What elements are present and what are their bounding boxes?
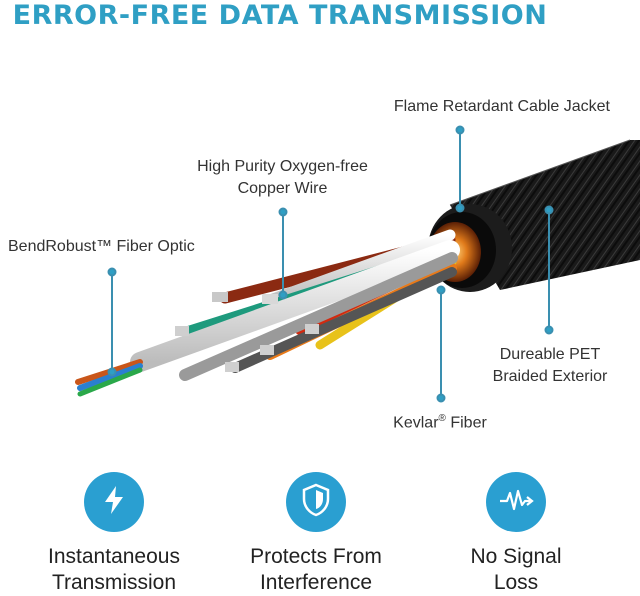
feature-instantaneous-transmission: Instantaneous Transmission <box>24 472 204 596</box>
page-title: ERROR-FREE DATA TRANSMISSION <box>12 0 548 31</box>
feature-line: Transmission <box>51 571 177 594</box>
cable-illustration <box>75 125 640 403</box>
inner-wires <box>75 229 460 397</box>
feature-no-signal-loss: No Signal Loss <box>426 472 606 596</box>
feature-line: No Signal <box>470 545 562 568</box>
shield-icon <box>301 483 331 522</box>
label-fiber-optic: BendRobust™ Fiber Optic <box>8 238 195 255</box>
feature-line: Loss <box>493 571 539 594</box>
feature-line: Protects From <box>250 545 382 568</box>
label-cable-jacket: Flame Retardant Cable Jacket <box>393 98 610 115</box>
label-copper-wire: High Purity Oxygen-free Copper Wire <box>197 158 368 197</box>
feature-protects-interference: Protects From Interference <box>226 472 406 596</box>
feature-line: Interference <box>259 571 373 594</box>
lightning-icon <box>101 485 127 520</box>
signal-wave-icon <box>498 487 534 518</box>
label-kevlar-fiber: Kevlar® Fiber <box>393 413 487 432</box>
label-pet-braided: Dureable PET Braided Exterior <box>492 346 608 385</box>
callout-lines <box>107 125 554 403</box>
feature-line: Instantaneous <box>48 545 180 568</box>
